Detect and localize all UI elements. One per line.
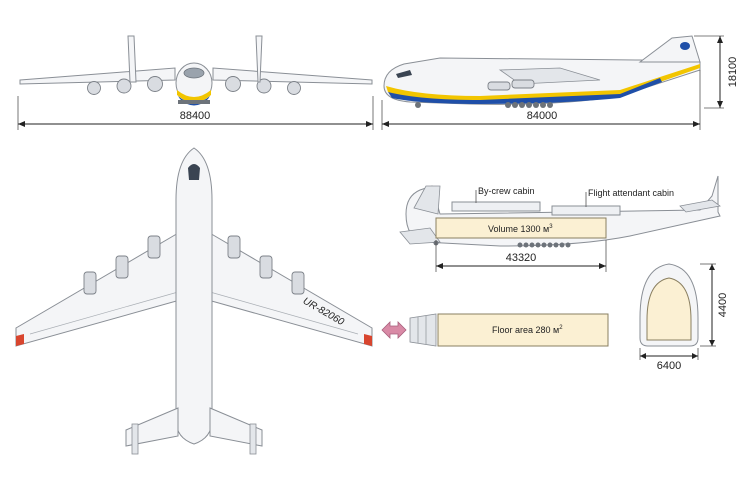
attendant-cabin-box [551,205,621,216]
floor-plan: Floor area 280 м2 [381,313,609,347]
cross-section: 6400 4400 [639,263,729,372]
wingspan-label: 88400 [180,110,211,122]
cargo-length-dimension: 43320 [435,240,607,272]
height-label: 18100 [727,57,739,88]
crew-cabin-label: By-crew cabin [478,186,535,196]
length-label: 84000 [527,110,558,122]
length-dimension: 84000 [381,70,701,130]
top-view-engines [83,235,305,295]
floor-area-box [437,313,609,347]
cargo-height-label: 4400 [717,293,729,317]
wingspan-dimension: 88400 [17,96,374,130]
attendant-cabin-label: Flight attendant cabin [588,188,674,198]
double-arrow-icon [381,321,407,339]
cargo-side-profile: By-crew cabin Flight attendant cabin Vol… [399,175,721,248]
crew-cabin-box [451,201,541,212]
cargo-length-label: 43320 [506,252,537,264]
height-dimension: 18100 [694,35,739,109]
side-view [383,35,701,108]
cargo-width-label: 6400 [657,360,681,372]
floor-area-label: Floor area 280 м2 [492,325,563,335]
top-view: UR-82060 [15,147,373,455]
cargo-volume-box [435,217,607,239]
front-view-engines [87,76,301,95]
front-view [19,35,373,106]
volume-label: Volume 1300 м3 [488,224,553,234]
